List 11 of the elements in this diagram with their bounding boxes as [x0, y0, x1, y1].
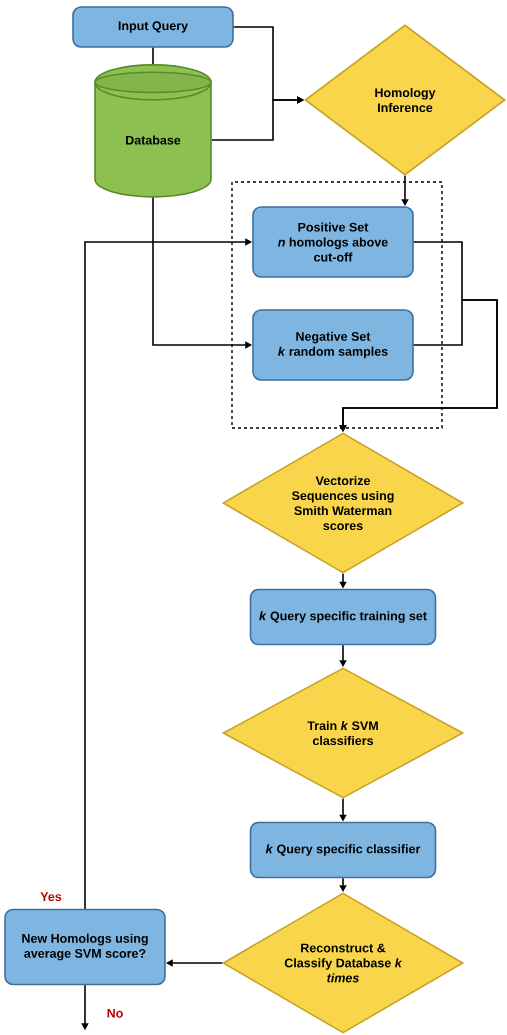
- process-box: k Query specific training set: [249, 588, 437, 646]
- process-box: New Homologs using average SVM score?: [4, 908, 166, 986]
- process-box: Positive Set n homologs above cut-off: [252, 206, 414, 278]
- edge-label: No: [105, 1007, 125, 1019]
- process-box: Input Query: [72, 6, 234, 48]
- dashed-group-box: [231, 181, 443, 429]
- process-box: k Query specific classifier: [249, 821, 437, 879]
- process-box: Negative Set k random samples: [252, 309, 414, 381]
- database-cylinder: Database: [94, 64, 212, 198]
- edge-label: Yes: [39, 891, 63, 903]
- node-label: Database: [126, 135, 181, 145]
